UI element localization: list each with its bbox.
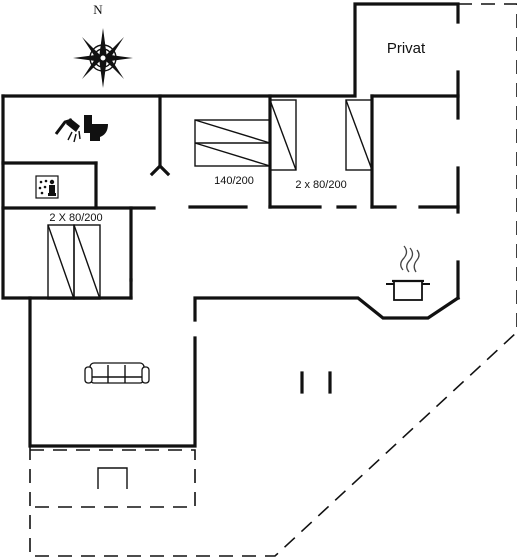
shower-icon xyxy=(54,118,81,143)
bed-size-double: 140/200 xyxy=(214,175,254,187)
bed-single-3 xyxy=(47,224,75,300)
bed-single-4 xyxy=(73,224,101,300)
toilet-icon xyxy=(84,115,108,141)
bed-single-2 xyxy=(345,99,373,171)
bed-single-1 xyxy=(269,99,297,171)
sofa-icon xyxy=(84,362,150,384)
sauna-icon xyxy=(35,175,59,199)
compass-rose-icon: N xyxy=(73,2,133,88)
terrace-outline xyxy=(29,3,517,557)
north-label: N xyxy=(93,2,103,17)
bed-double xyxy=(194,119,271,167)
bed-size-twin-left: 2 X 80/200 xyxy=(49,212,102,224)
interior-walls xyxy=(1,94,460,394)
bed-size-twin-right: 2 x 80/200 xyxy=(295,179,346,191)
room-label-privat: Privat xyxy=(387,40,426,57)
cooking-pot-icon xyxy=(386,245,430,301)
